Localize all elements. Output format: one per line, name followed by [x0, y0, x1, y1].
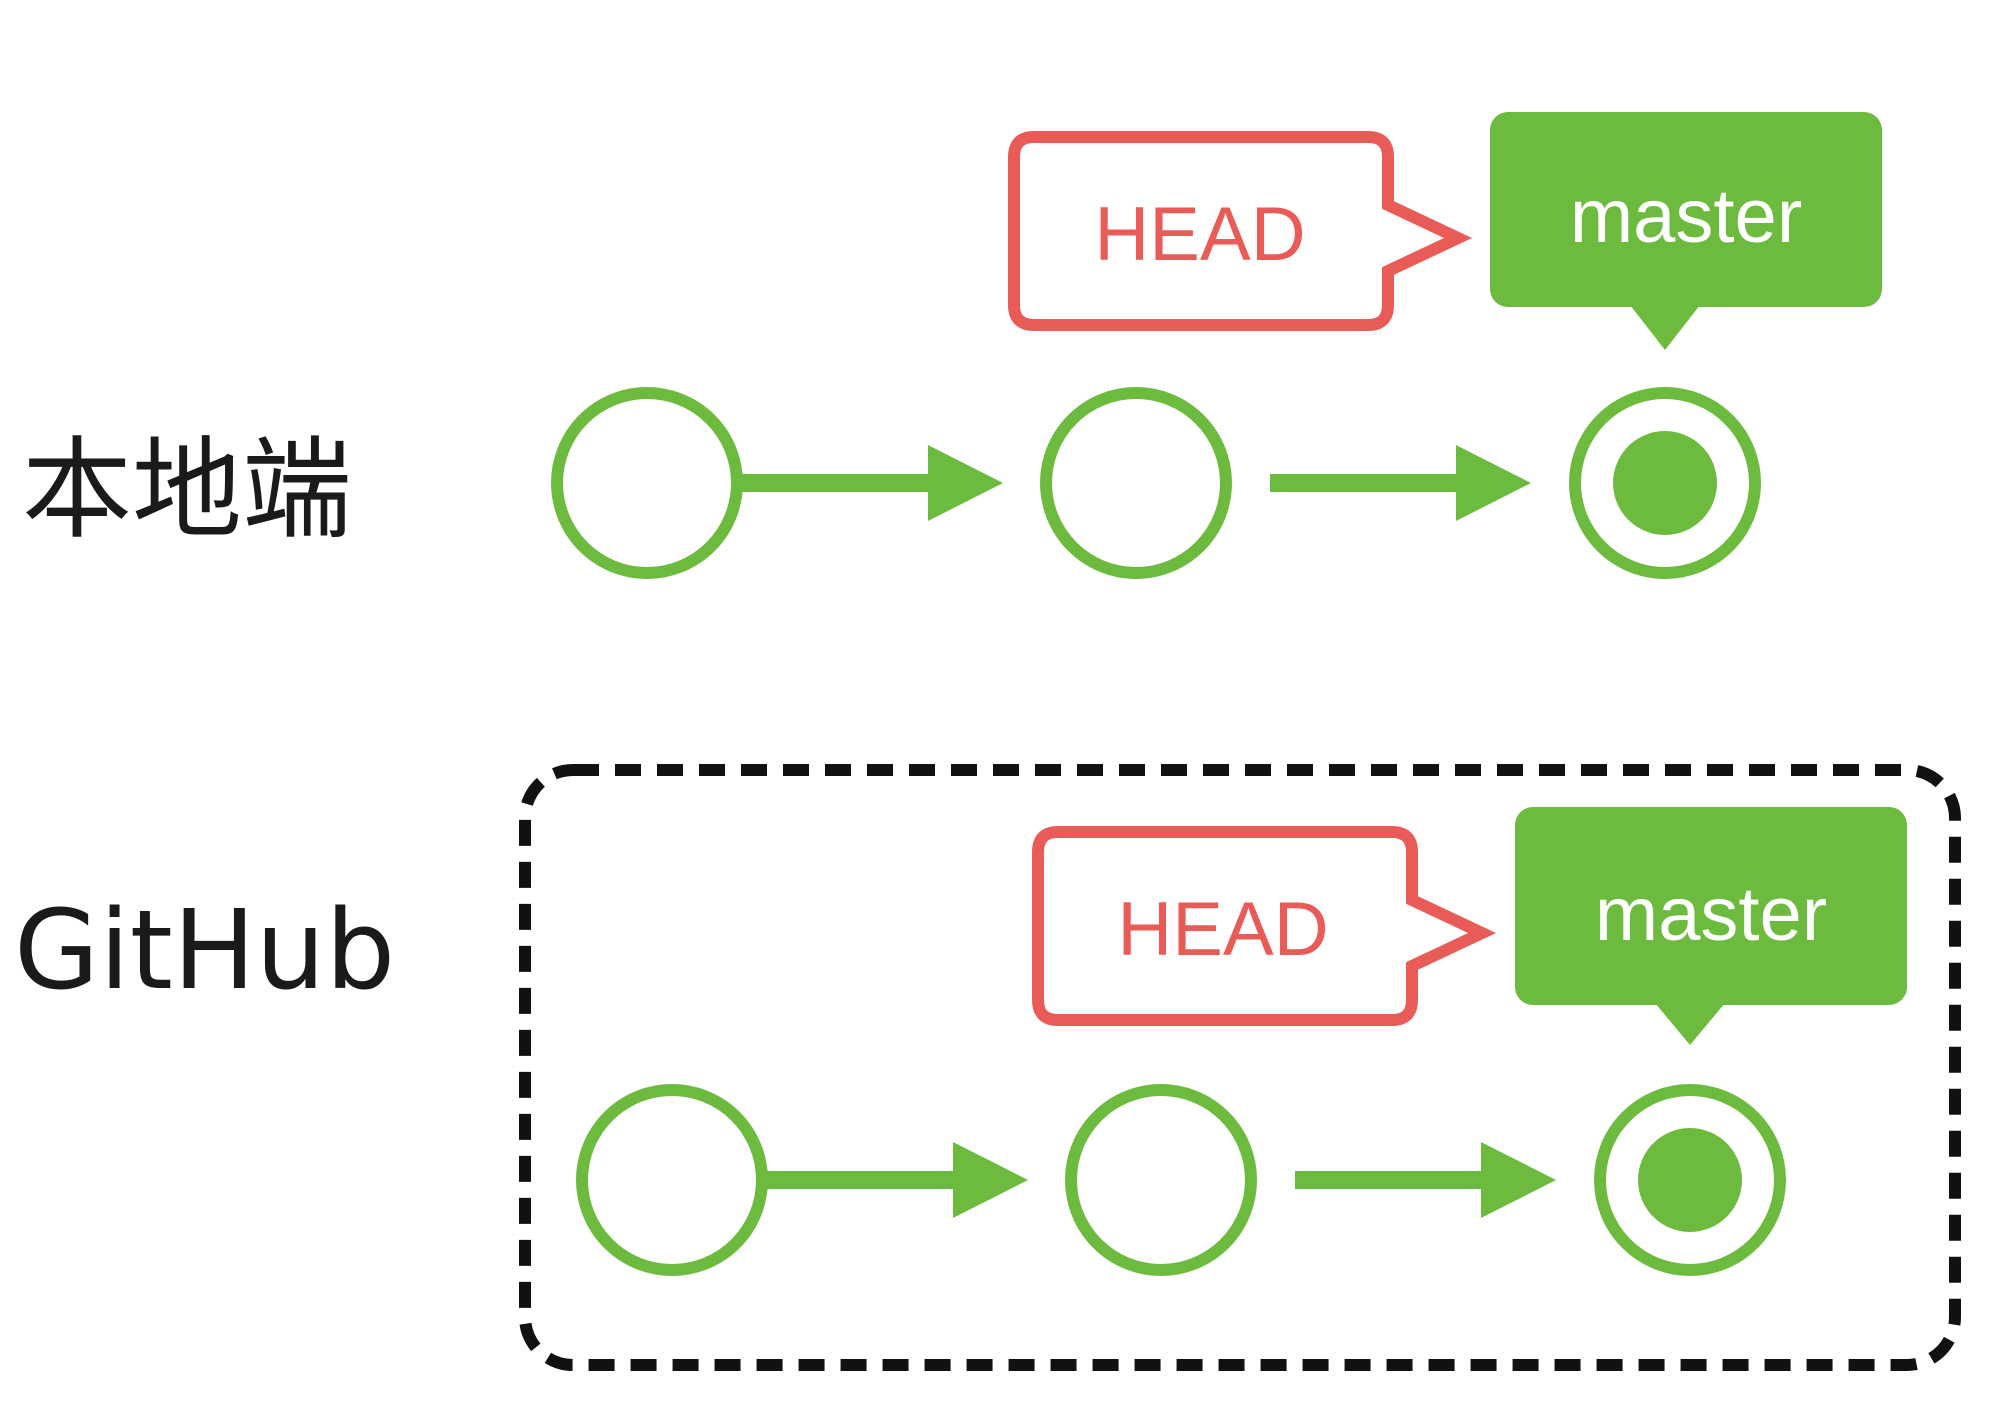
- arrow-github-1-2: [765, 1142, 1028, 1218]
- commit-node-local-1: [551, 387, 743, 579]
- master-callout-box: [1515, 807, 1907, 1005]
- arrow-github-2-3: [1295, 1142, 1556, 1218]
- head-label-github: HEAD: [1117, 887, 1328, 972]
- local-row: 本地端 HEAD master: [22, 112, 1882, 579]
- master-label-local: master: [1570, 174, 1802, 259]
- remote-repo-box: [519, 764, 1961, 1371]
- master-callout-github: master: [1515, 807, 1907, 1045]
- head-callout-shape: [1008, 131, 1473, 331]
- arrow-local-2-3: [1270, 445, 1531, 521]
- row-label-local: 本地端: [22, 426, 352, 554]
- commit-current-dot-github: [1638, 1128, 1742, 1232]
- row-label-github: GitHub: [14, 886, 395, 1014]
- master-callout-pointer: [1630, 305, 1700, 350]
- master-callout-box: [1490, 112, 1882, 307]
- head-label-local: HEAD: [1094, 192, 1305, 277]
- head-callout-github: HEAD: [1032, 826, 1497, 1026]
- arrow-local-1-2: [740, 445, 1003, 521]
- commit-node-github-2: [1065, 1084, 1257, 1276]
- github-row: GitHub HEAD master: [14, 764, 1961, 1371]
- commit-current-dot-local: [1613, 431, 1717, 535]
- master-callout-local: master: [1490, 112, 1882, 350]
- master-label-github: master: [1595, 872, 1827, 957]
- commit-node-local-2: [1040, 387, 1232, 579]
- master-callout-pointer: [1655, 1003, 1725, 1045]
- head-callout-shape: [1032, 826, 1497, 1026]
- commit-node-github-1: [576, 1084, 768, 1276]
- head-callout-local: HEAD: [1008, 131, 1473, 331]
